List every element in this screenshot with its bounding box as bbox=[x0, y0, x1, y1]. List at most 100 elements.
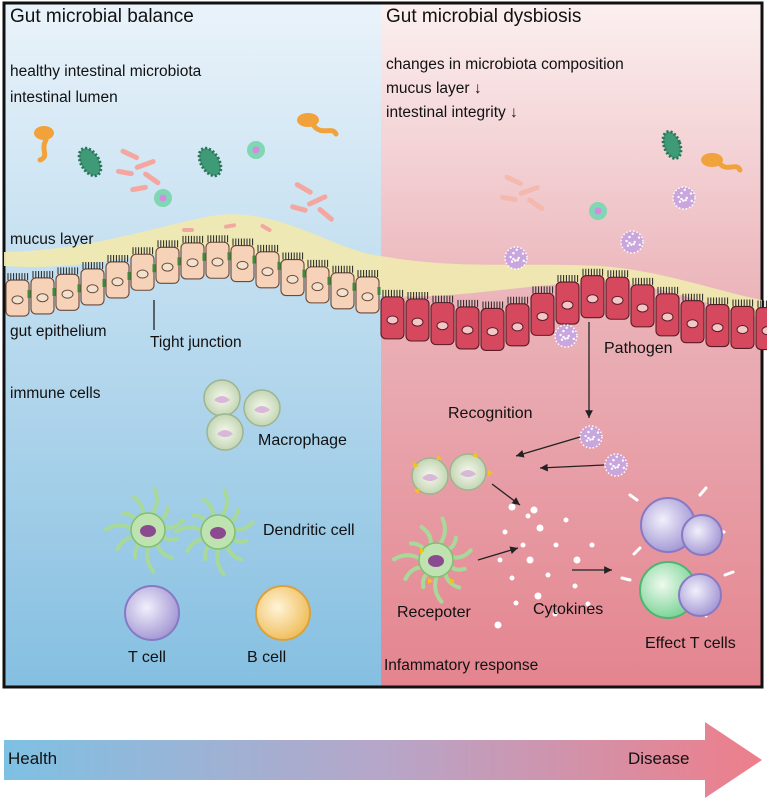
pathogen-texture bbox=[512, 251, 515, 255]
pathogen-texture bbox=[622, 466, 625, 470]
microvilli bbox=[307, 259, 329, 267]
pathogen-icon bbox=[672, 186, 696, 210]
recognition-arrow-1 bbox=[515, 436, 581, 458]
cell-nucleus bbox=[536, 311, 549, 321]
microvilli bbox=[32, 271, 54, 278]
cell-nucleus bbox=[261, 267, 274, 277]
microvilli bbox=[632, 277, 654, 285]
pathogen-texture bbox=[678, 200, 682, 203]
microvilli bbox=[682, 293, 704, 301]
pathogen-texture bbox=[509, 255, 512, 259]
pathogen-texture bbox=[610, 467, 614, 470]
right-line-2: mucus layer ↓ bbox=[386, 80, 482, 97]
pathogen-texture bbox=[631, 232, 634, 235]
cell-nucleus bbox=[111, 277, 124, 287]
pathogen-texture bbox=[614, 466, 617, 469]
spiky-bacterium-icon bbox=[77, 146, 103, 178]
inflammatory-response-label: Infammatory response bbox=[384, 657, 539, 674]
pathogen-texture bbox=[632, 242, 635, 246]
microvilli bbox=[407, 292, 429, 299]
microvilli bbox=[707, 297, 729, 305]
left-panel-title: Gut microbial balance bbox=[10, 6, 194, 27]
dendritic-cell-label: Dendritic cell bbox=[263, 522, 355, 539]
pathogen-texture bbox=[630, 243, 633, 246]
microvilli bbox=[282, 252, 304, 260]
cell-nucleus bbox=[86, 284, 99, 294]
receptor-mark bbox=[420, 548, 425, 554]
cell-nucleus bbox=[286, 274, 299, 284]
mucus-layer bbox=[4, 214, 762, 318]
tight-junction-mark bbox=[102, 278, 106, 287]
pathogen-texture bbox=[689, 192, 693, 195]
cytokine-dot bbox=[563, 517, 569, 523]
tight-junction-mark bbox=[77, 284, 81, 293]
pathogen-texture bbox=[683, 188, 686, 191]
spiky-bacterium-icon bbox=[197, 146, 223, 178]
microvilli bbox=[607, 270, 629, 278]
activated-macrophage-icon bbox=[411, 452, 493, 495]
macrophage-label: Macrophage bbox=[258, 432, 347, 449]
health-label: Health bbox=[8, 749, 58, 768]
microvilli bbox=[82, 262, 104, 269]
epithelial-cell bbox=[755, 306, 767, 351]
right-line-1: changes in microbiota composition bbox=[386, 56, 624, 73]
cell-nucleus bbox=[61, 289, 74, 299]
t-cell-label: T cell bbox=[128, 649, 166, 666]
tight-junction-mark bbox=[152, 264, 156, 273]
microvilli bbox=[207, 235, 229, 243]
bacteria-group-left bbox=[34, 113, 339, 232]
microvilli bbox=[657, 286, 679, 294]
pathogen-texture bbox=[612, 458, 615, 462]
pathogen-icon bbox=[604, 453, 628, 477]
microvilli bbox=[57, 267, 79, 275]
pathogen-icon bbox=[554, 324, 578, 348]
left-line-1: healthy intestinal microbiota bbox=[10, 63, 202, 80]
pathogen-texture bbox=[637, 236, 641, 239]
microvilli bbox=[107, 255, 129, 262]
pathogen-icon bbox=[579, 425, 603, 449]
pathogen-texture bbox=[589, 438, 592, 441]
pathogen-texture bbox=[617, 463, 620, 467]
pathogen-texture bbox=[626, 244, 630, 247]
pathogen-texture bbox=[521, 252, 525, 255]
pathogen-texture bbox=[597, 438, 600, 442]
cytokines-label: Cytokines bbox=[533, 601, 604, 618]
cell-nucleus bbox=[186, 258, 199, 268]
effect-t-cells-icon bbox=[620, 486, 735, 619]
spiky-bacterium-icon bbox=[661, 130, 683, 160]
microvilli bbox=[582, 268, 604, 276]
pathogen-texture bbox=[559, 333, 562, 337]
cytokine-dot bbox=[502, 529, 508, 535]
pathogen-texture bbox=[609, 462, 612, 466]
bacteria-group-right bbox=[500, 130, 743, 220]
tight-junction-mark bbox=[127, 271, 131, 280]
pathogen-texture bbox=[564, 337, 567, 340]
cytokine-dot bbox=[572, 583, 578, 589]
cell-nucleus bbox=[461, 325, 474, 335]
rod-bacteria-cluster-icon bbox=[500, 174, 545, 212]
effect-t-cells-label: Effect T cells bbox=[645, 635, 736, 652]
cell-nucleus bbox=[586, 294, 599, 304]
receptor-mark bbox=[428, 578, 433, 584]
mucus-fragments-icon bbox=[182, 223, 272, 232]
receptor-dendritic-cell-icon bbox=[392, 516, 473, 604]
pathogen-texture bbox=[590, 427, 593, 430]
pathogen-texture bbox=[512, 257, 515, 261]
cell-nucleus bbox=[140, 525, 156, 537]
pathogen-texture bbox=[515, 248, 518, 251]
pathogen-icon bbox=[504, 246, 528, 270]
pathogen-label: Pathogen bbox=[604, 340, 673, 357]
cell-nucleus bbox=[161, 262, 174, 272]
rod-bacteria-cluster-icon bbox=[116, 148, 161, 193]
microvilli bbox=[457, 299, 479, 307]
pathogen-texture bbox=[628, 241, 631, 245]
pathogen-texture bbox=[566, 336, 569, 340]
cell-nucleus bbox=[236, 260, 249, 270]
pathogen-texture bbox=[621, 459, 625, 462]
microvilli bbox=[482, 301, 504, 309]
tight-junction-mark bbox=[277, 261, 281, 270]
cytokine-dot bbox=[497, 557, 503, 563]
pathogen-texture bbox=[612, 464, 615, 468]
microvilli bbox=[7, 273, 29, 281]
